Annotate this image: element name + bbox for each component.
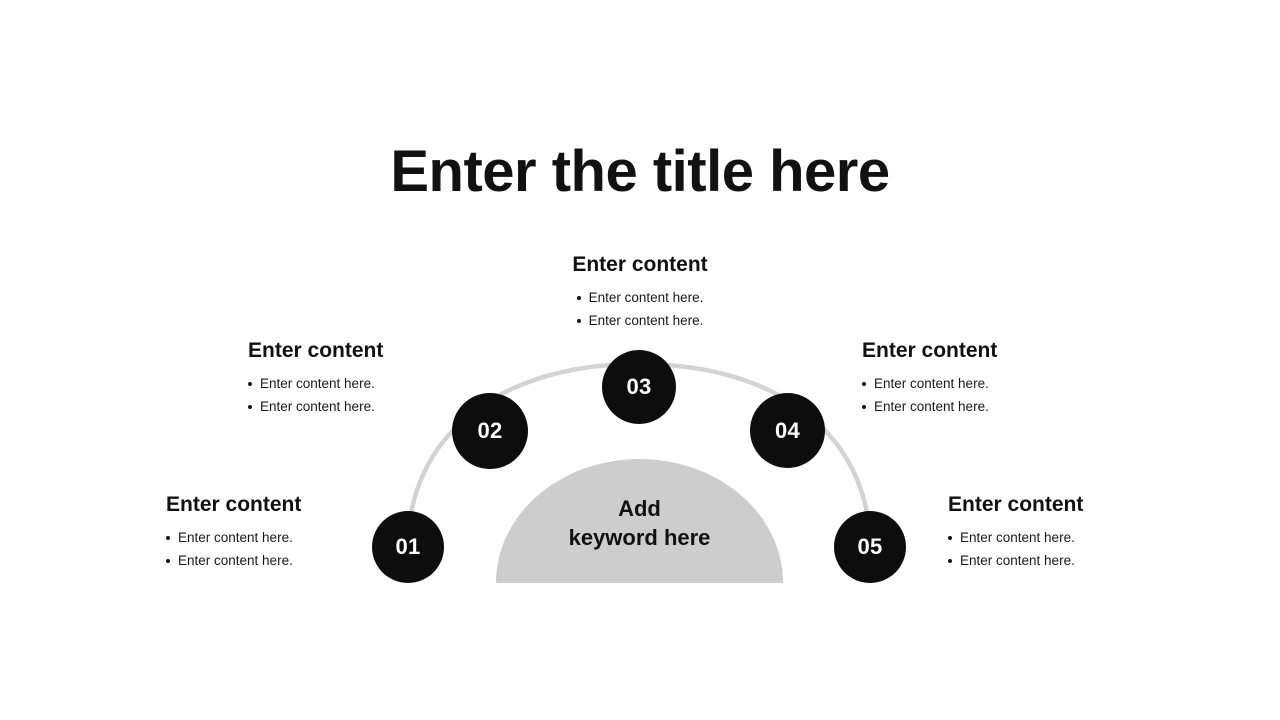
content-heading-04: Enter content (862, 339, 998, 362)
bullet-text: Enter content here. (260, 376, 375, 392)
list-item: Enter content here. (948, 526, 1148, 549)
bullet-text: Enter content here. (588, 290, 704, 306)
center-keyword-text: Add keyword here (496, 494, 783, 552)
step-circle-02[interactable]: 02 (452, 393, 528, 469)
step-circle-03[interactable]: 03 (602, 350, 676, 424)
bullet-icon (948, 558, 952, 563)
content-bullet-list-04: Enter content here. Enter content here. (862, 372, 1062, 418)
content-heading-02: Enter content (248, 339, 384, 362)
content-bullet-list-03: Enter content here. Enter content here. (532, 286, 748, 332)
bullet-icon (862, 404, 866, 409)
bullet-icon (576, 295, 581, 300)
center-keyword-line-2: keyword here (568, 525, 711, 550)
bullet-text: Enter content here. (588, 313, 704, 329)
content-heading-01: Enter content (166, 493, 302, 516)
bullet-text: Enter content here. (960, 530, 1075, 546)
bullet-text: Enter content here. (874, 376, 989, 392)
list-item: Enter content here. (166, 526, 352, 549)
step-number-05: 05 (857, 534, 883, 559)
step-circle-04[interactable]: 04 (750, 393, 825, 468)
content-block-03: Enter content Enter content here. Enter … (532, 252, 748, 332)
bullet-text: Enter content here. (260, 399, 375, 415)
bullet-text: Enter content here. (960, 553, 1075, 569)
content-block-05: Enter content Enter content here. Enter … (948, 492, 1148, 572)
content-heading-03: Enter content (572, 253, 708, 276)
step-number-02: 02 (477, 418, 503, 443)
list-item: Enter content here. (248, 395, 434, 418)
bullet-text: Enter content here. (178, 530, 293, 546)
page-title: Enter the title here (390, 139, 890, 204)
content-block-02: Enter content Enter content here. Enter … (248, 338, 434, 418)
list-item: Enter content here. (862, 372, 1062, 395)
bullet-icon (166, 535, 170, 540)
list-item: Enter content here. (948, 549, 1148, 572)
bullet-text: Enter content here. (874, 399, 989, 415)
list-item: Enter content here. (532, 286, 748, 309)
bullet-icon (248, 404, 252, 409)
list-item: Enter content here. (532, 309, 748, 332)
content-bullet-list-01: Enter content here. Enter content here. (166, 526, 352, 572)
content-bullet-list-05: Enter content here. Enter content here. (948, 526, 1148, 572)
step-circle-05[interactable]: 05 (834, 511, 906, 583)
step-number-01: 01 (395, 534, 421, 559)
content-block-01: Enter content Enter content here. Enter … (166, 492, 352, 572)
step-number-04: 04 (774, 417, 801, 443)
bullet-icon (248, 381, 252, 386)
center-keyword-line-1: Add (618, 496, 661, 521)
content-bullet-list-02: Enter content here. Enter content here. (248, 372, 434, 418)
list-item: Enter content here. (166, 549, 352, 572)
list-item: Enter content here. (248, 372, 434, 395)
step-circle-01[interactable]: 01 (372, 511, 444, 583)
bullet-text: Enter content here. (178, 553, 293, 569)
content-heading-05: Enter content (948, 493, 1084, 516)
step-number-03: 03 (626, 374, 652, 399)
bullet-icon (166, 558, 170, 563)
list-item: Enter content here. (862, 395, 1062, 418)
bullet-icon (576, 318, 581, 323)
content-block-04: Enter content Enter content here. Enter … (862, 338, 1062, 418)
bullet-icon (948, 535, 952, 540)
bullet-icon (862, 381, 866, 386)
